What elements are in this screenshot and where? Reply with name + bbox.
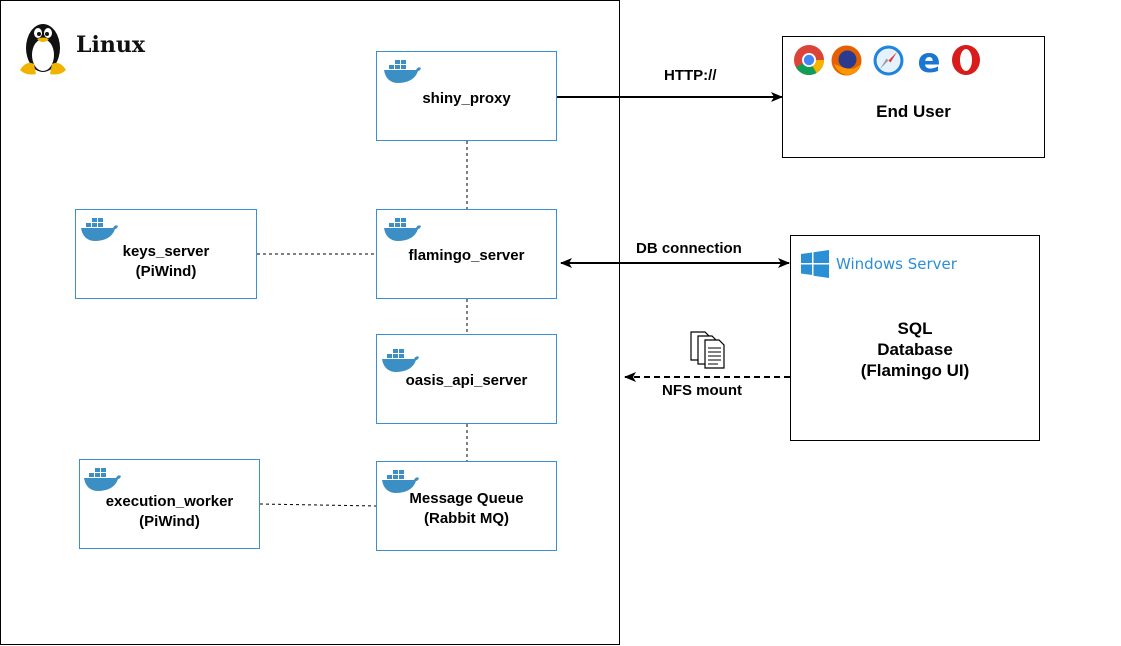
db-connection-label: DB connection	[636, 240, 742, 257]
shiny-proxy-label: shiny_proxy	[422, 90, 511, 107]
chrome-icon	[794, 45, 824, 76]
windows-server-brand: Windows Server	[836, 255, 957, 273]
link-worker-mq	[259, 503, 378, 507]
sql-label-line2: Database	[877, 340, 953, 359]
nfs-mount-label: NFS mount	[662, 382, 742, 399]
end-user-box[interactable]: e End User	[782, 36, 1045, 158]
oasis-api-server-label: oasis_api_server	[405, 372, 528, 389]
windows-logo-icon	[801, 250, 829, 278]
flamingo-server-label: flamingo_server	[408, 247, 525, 264]
execution-worker-node[interactable]: execution_worker (PiWind)	[79, 459, 260, 549]
docker-whale-icon	[382, 470, 419, 493]
shiny-proxy-node[interactable]: shiny_proxy	[376, 51, 557, 141]
svg-text:e: e	[917, 44, 940, 76]
execution-worker-label: execution_worker	[105, 493, 234, 510]
keys-server-sublabel: (PiWind)	[135, 263, 197, 280]
docker-whale-icon	[84, 468, 121, 491]
documents-icon	[690, 331, 725, 369]
sql-label-line1: SQL	[897, 319, 933, 338]
sql-database-box[interactable]: Windows Server SQL Database (Flamingo UI…	[790, 235, 1040, 441]
firefox-icon	[831, 45, 862, 76]
docker-whale-icon	[384, 218, 421, 241]
http-label: HTTP://	[664, 67, 717, 84]
docker-whale-icon	[81, 218, 118, 241]
execution-worker-sublabel: (PiWind)	[139, 513, 200, 530]
end-user-label: End User	[876, 102, 951, 121]
sql-label-line3: (Flamingo UI)	[860, 361, 970, 380]
message-queue-sublabel: (Rabbit MQ)	[424, 510, 509, 527]
keys-server-node[interactable]: keys_server (PiWind)	[75, 209, 257, 299]
linux-host-frame	[0, 0, 620, 645]
flamingo-server-node[interactable]: flamingo_server	[376, 209, 557, 299]
opera-icon	[952, 45, 980, 75]
edge-icon: e	[917, 44, 940, 76]
linux-penguin-icon	[20, 24, 66, 75]
oasis-api-server-node[interactable]: oasis_api_server	[376, 334, 557, 424]
docker-whale-icon	[384, 60, 421, 83]
safari-icon	[873, 45, 904, 76]
docker-whale-icon	[382, 349, 419, 372]
linux-title: Linux	[76, 32, 145, 58]
message-queue-label: Message Queue	[409, 490, 524, 507]
keys-server-label: keys_server	[122, 243, 210, 260]
message-queue-node[interactable]: Message Queue (Rabbit MQ)	[376, 461, 557, 551]
